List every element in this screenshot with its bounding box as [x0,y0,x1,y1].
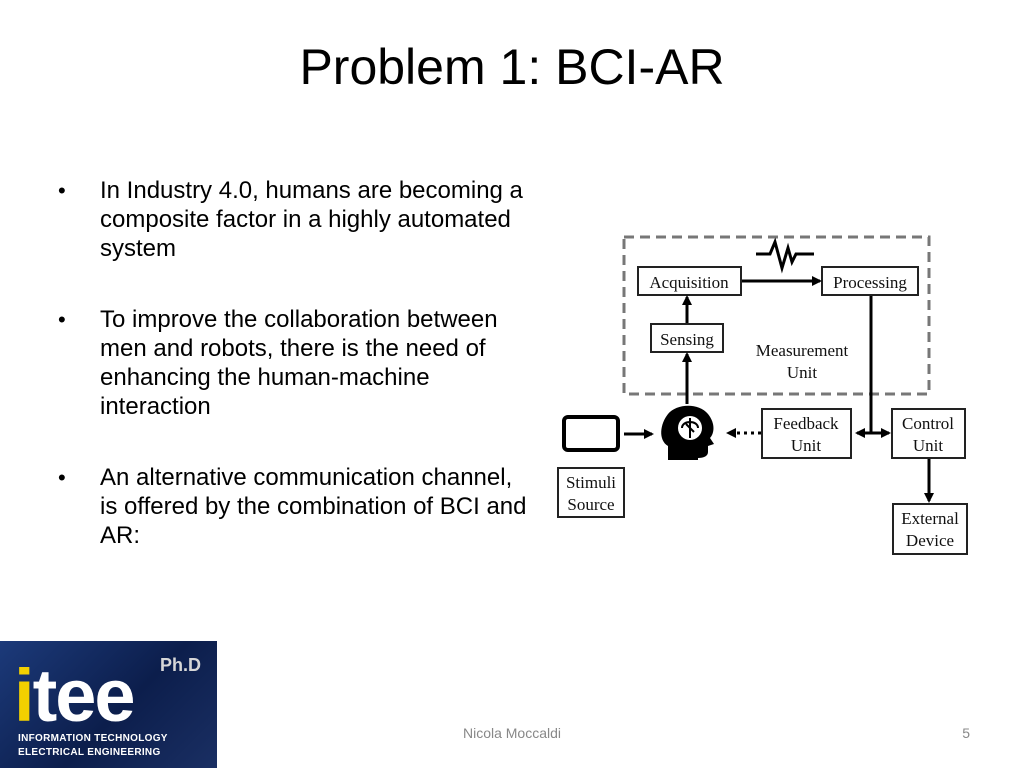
bullet-item: • An alternative communication channel, … [58,463,528,550]
bullet-text: In Industry 4.0, humans are becoming a c… [100,177,523,262]
logo-main-i: i [14,654,35,737]
measurement-unit-container [622,235,931,396]
slide-title: Problem 1: BCI-AR [299,39,725,95]
external-device-box: External Device [892,503,968,555]
sensing-box: Sensing [650,323,724,353]
logo-subtitle-line1: INFORMATION TECHNOLOGY [18,733,168,744]
measurement-label-line2: Unit [787,363,818,382]
stimuli-label-line1: Stimuli [566,473,616,492]
logo-phd-text: Ph.D [159,655,201,675]
logo-subtitle-line2: ELECTRICAL ENGINEERING [18,747,161,758]
sensing-label: Sensing [660,330,714,349]
footer-author: Nicola Moccaldi [462,725,562,741]
feedback-label-line2: Unit [791,436,822,455]
processing-label: Processing [833,273,907,292]
bullet-text: An alternative communication channel, is… [100,464,527,549]
itee-logo: Ph.D itee INFORMATION TECHNOLOGY ELECTRI… [0,641,217,768]
stimuli-label-line2: Source [567,495,614,514]
bullet-dot: • [58,178,66,203]
feedback-label-line1: Feedback [773,414,839,433]
page-number: 5 [962,725,970,741]
external-label-line2: Device [906,531,954,550]
bci-ar-diagram: Acquisition Processing Sensing Measureme… [557,235,968,555]
processing-box: Processing [821,266,919,296]
bullet-item: • In Industry 4.0, humans are becoming a… [58,176,528,263]
control-label-line2: Unit [913,436,944,455]
brain-head-icon [661,405,714,460]
logo-main-text: itee [14,659,136,733]
control-unit-box: Control Unit [891,408,966,459]
bullet-dot: • [58,465,66,490]
signal-wave-icon [756,237,814,274]
bullet-list: • In Industry 4.0, humans are becoming a… [58,176,528,592]
measurement-label-line1: Measurement [756,341,849,360]
external-label-line1: External [901,509,959,528]
bullet-dot: • [58,307,66,332]
logo-main-tee: tee [32,654,136,737]
monitor-icon [562,415,620,452]
control-label-line1: Control [902,414,954,433]
stimuli-source-box: Stimuli Source [557,467,625,518]
feedback-unit-box: Feedback Unit [761,408,852,459]
acquisition-box: Acquisition [637,266,742,296]
bullet-text: To improve the collaboration between men… [100,306,498,420]
acquisition-label: Acquisition [649,273,729,292]
bullet-item: • To improve the collaboration between m… [58,305,528,421]
